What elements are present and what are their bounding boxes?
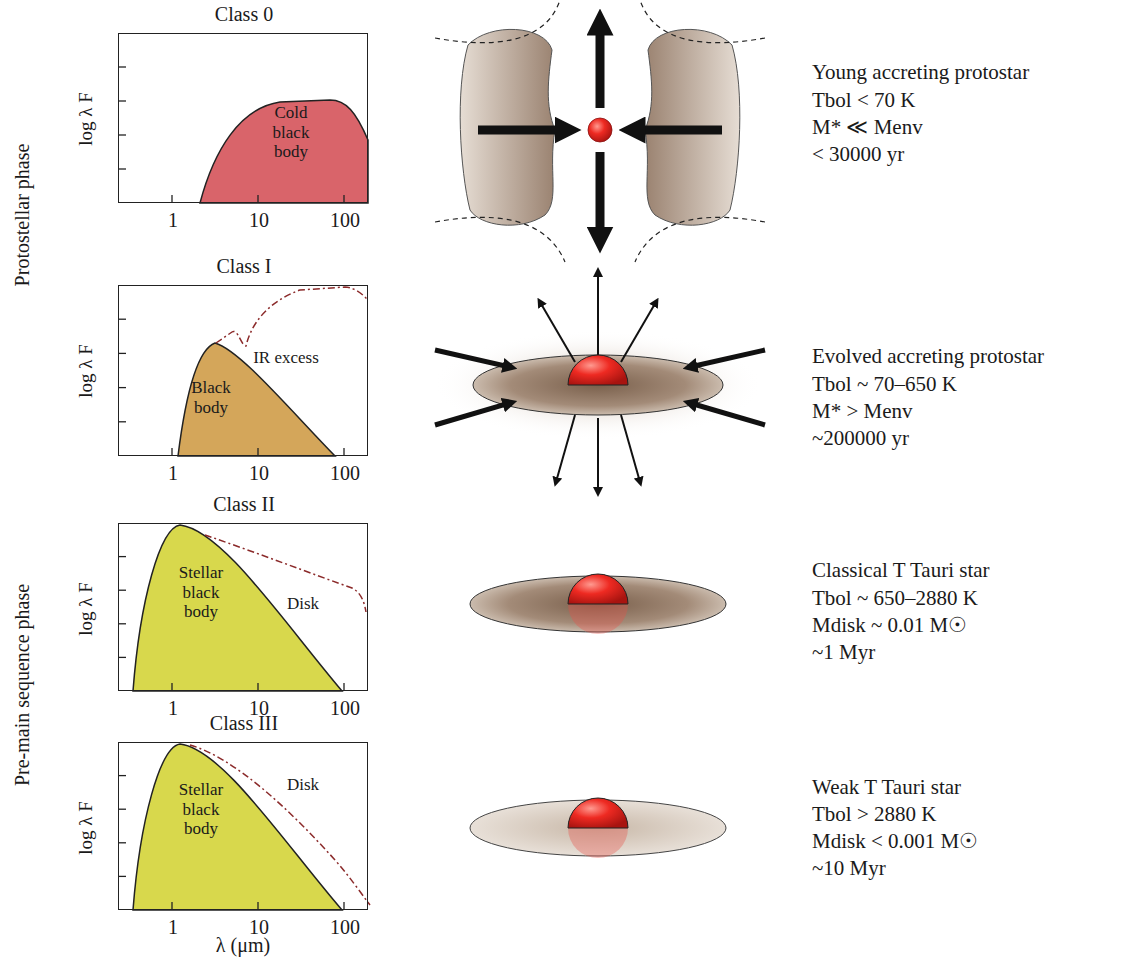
plot-title: Class III	[210, 712, 278, 735]
sed-plot-frame: Class IIIlog λ FStellar black bodyDisk11…	[118, 742, 368, 910]
region-label: Stellar black body	[168, 563, 234, 622]
class0-envelope	[435, 0, 765, 262]
tick-mark	[118, 353, 126, 354]
tick-mark	[171, 195, 172, 203]
plot-title: Class II	[213, 493, 275, 516]
stage-description: Tbol > 2880 K	[812, 802, 936, 826]
sed-plot-frame: Class Ilog λ FIR excessBlack body110100	[118, 285, 368, 456]
tick-mark	[118, 66, 126, 67]
stage-description: Mdisk < 0.001 M☉	[812, 829, 978, 853]
tick-mark	[118, 421, 126, 422]
stage-description: Young accreting protostar	[812, 60, 1029, 84]
region-label: Cold black body	[260, 103, 322, 162]
sed-curves	[133, 100, 370, 910]
stage-description: Classical T Tauri star	[812, 558, 990, 582]
phase-label: Pre-main sequence phase	[11, 584, 34, 786]
stage-description: M* ≪ Menv	[812, 115, 923, 139]
tick-mark	[118, 842, 126, 843]
stage-description: M* > Menv	[812, 399, 913, 423]
tick-mark	[118, 100, 126, 101]
plot-title: Class I	[217, 255, 272, 278]
tick-mark	[343, 683, 344, 691]
tick-mark	[171, 902, 172, 910]
stage-description: ~10 Myr	[812, 856, 886, 880]
region-label: Disk	[287, 775, 319, 795]
tick-mark	[118, 590, 126, 591]
tick-mark	[257, 195, 258, 203]
region-label: Black body	[185, 378, 237, 417]
stage-description: Weak T Tauri star	[812, 775, 961, 799]
tick-mark	[118, 623, 126, 624]
tick-mark	[118, 134, 126, 135]
stage-description: Tbol ~ 650–2880 K	[812, 586, 978, 610]
axis-label: log λ F	[75, 582, 97, 636]
class3-disk	[470, 798, 726, 858]
tick-mark	[343, 902, 344, 910]
tick-label: 10	[249, 462, 269, 485]
class1-disk	[433, 272, 765, 492]
tick-label: 100	[330, 916, 360, 939]
tick-mark	[118, 809, 126, 810]
tick-label: 100	[330, 462, 360, 485]
tick-label: 1	[168, 209, 178, 232]
axis-label: log λ F	[75, 801, 97, 855]
stage-description: Tbol ~ 70–650 K	[812, 372, 957, 396]
tick-mark	[118, 876, 126, 877]
phase-label: Protostellar phase	[11, 144, 34, 287]
sed-plot-frame: Class 0log λ FCold black body110100	[118, 33, 368, 203]
stage-description: Evolved accreting protostar	[812, 344, 1044, 368]
tick-mark	[343, 448, 344, 456]
stage-description: Tbol < 70 K	[812, 88, 915, 112]
tick-label: 100	[330, 697, 360, 720]
tick-mark	[118, 556, 126, 557]
region-label: IR excess	[253, 348, 319, 368]
tick-label: 1	[168, 697, 178, 720]
sed-plot-frame: Class IIlog λ FStellar black bodyDisk110…	[118, 523, 368, 691]
region-label: Disk	[287, 594, 319, 614]
axis-label: λ (μm)	[216, 934, 270, 957]
tick-mark	[118, 319, 126, 320]
tick-mark	[118, 168, 126, 169]
plot-title: Class 0	[215, 3, 273, 26]
axis-label: log λ F	[75, 92, 97, 146]
tick-mark	[257, 902, 258, 910]
tick-label: 1	[168, 462, 178, 485]
class2-disk	[470, 574, 726, 634]
axis-label: log λ F	[75, 344, 97, 398]
tick-mark	[118, 657, 126, 658]
tick-label: 100	[330, 209, 360, 232]
tick-mark	[343, 195, 344, 203]
stage-description: < 30000 yr	[812, 142, 904, 166]
tick-mark	[118, 387, 126, 388]
region-label: Stellar black body	[168, 780, 234, 839]
tick-mark	[118, 775, 126, 776]
stage-description: ~1 Myr	[812, 640, 875, 664]
tick-mark	[257, 448, 258, 456]
tick-label: 10	[249, 209, 269, 232]
tick-mark	[171, 448, 172, 456]
tick-label: 1	[168, 916, 178, 939]
stage-description: Mdisk ~ 0.01 M☉	[812, 613, 967, 637]
tick-mark	[257, 683, 258, 691]
tick-mark	[171, 683, 172, 691]
stage-description: ~200000 yr	[812, 426, 909, 450]
axis-ticks	[118, 67, 344, 910]
